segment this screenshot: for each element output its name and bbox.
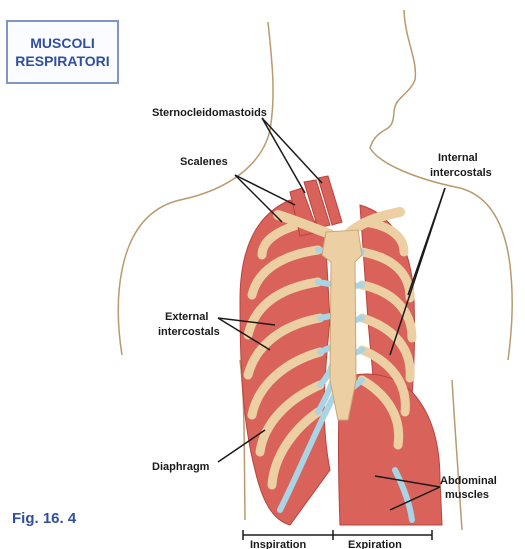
- label-abdominal-muscles-2: muscles: [445, 489, 489, 501]
- label-external-intercostals-2: intercostals: [158, 326, 220, 338]
- label-external-intercostals-1: External: [165, 311, 208, 323]
- label-internal-intercostals-1: Internal: [438, 152, 478, 164]
- phase-expiration: Expiration: [348, 539, 402, 549]
- label-diaphragm: Diaphragm: [152, 461, 210, 473]
- label-abdominal-muscles-1: Abdominal: [440, 475, 497, 487]
- abdominal-muscle: [339, 374, 443, 525]
- label-scalenes: Scalenes: [180, 156, 228, 168]
- label-internal-intercostals-2: intercostals: [430, 167, 492, 179]
- phase-inspiration: Inspiration: [250, 539, 307, 549]
- label-sternocleidomastoids: Sternocleidomastoids: [152, 107, 267, 119]
